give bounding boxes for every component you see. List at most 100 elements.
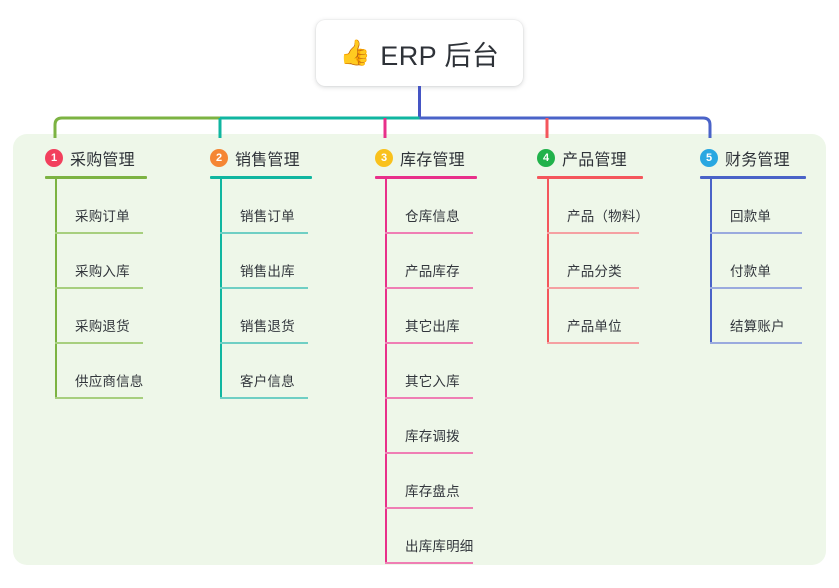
leaf-item-label: 其它入库 <box>405 374 460 389</box>
branch-number-badge: 4 <box>537 149 555 167</box>
leaf-item[interactable]: 产品单位 <box>547 289 643 344</box>
branch-number-badge: 1 <box>45 149 63 167</box>
leaf-item[interactable]: 采购订单 <box>55 179 147 234</box>
thumbs-up-emoji: 👍 <box>339 38 372 67</box>
leaf-item-label: 库存调拨 <box>405 429 460 444</box>
leaf-item-underline <box>55 397 143 399</box>
leaf-item[interactable]: 采购入库 <box>55 234 147 289</box>
root-node-label: 👍 ERP 后台 <box>340 34 499 73</box>
leaf-item[interactable]: 结算账户 <box>710 289 806 344</box>
leaf-item-label: 采购退货 <box>75 319 130 334</box>
leaf-item-underline <box>710 232 802 234</box>
leaf-item-label: 客户信息 <box>240 374 295 389</box>
branch-header-5[interactable]: 5 财务管理 <box>700 146 806 170</box>
leaf-item-label: 仓库信息 <box>405 209 460 224</box>
leaf-item-underline <box>385 342 473 344</box>
leaf-item-label: 采购入库 <box>75 264 130 279</box>
branch-column-2: 2 销售管理销售订单销售出库销售退货客户信息 <box>210 146 312 399</box>
leaf-item-label: 结算账户 <box>730 319 785 334</box>
leaf-item-underline <box>55 232 143 234</box>
branch-title: 库存管理 <box>400 152 465 169</box>
leaf-item[interactable]: 回款单 <box>710 179 806 234</box>
leaf-item-label: 产品库存 <box>405 264 460 279</box>
branch-header-underline <box>210 176 312 179</box>
leaf-item[interactable]: 销售订单 <box>220 179 312 234</box>
branch-title: 采购管理 <box>70 152 135 169</box>
leaf-item-underline <box>220 342 308 344</box>
leaf-item-label: 出库库明细 <box>405 539 474 554</box>
leaf-item-label: 采购订单 <box>75 209 130 224</box>
root-node-text: ERP 后台 <box>380 40 500 71</box>
leaf-item[interactable]: 其它出库 <box>385 289 477 344</box>
leaf-item-label: 回款单 <box>730 209 772 224</box>
branch-spine <box>385 179 387 564</box>
leaf-item[interactable]: 供应商信息 <box>55 344 147 399</box>
branch-title: 销售管理 <box>235 152 300 169</box>
leaf-item-underline <box>55 287 143 289</box>
leaf-item[interactable]: 其它入库 <box>385 344 477 399</box>
leaf-item[interactable]: 销售出库 <box>220 234 312 289</box>
leaf-item-underline <box>385 287 473 289</box>
leaf-item-underline <box>385 397 473 399</box>
branch-header-underline <box>537 176 643 179</box>
leaf-item-underline <box>710 342 802 344</box>
leaf-item-underline <box>385 452 473 454</box>
branch-header-4[interactable]: 4 产品管理 <box>537 146 643 170</box>
branch-spine <box>55 179 57 399</box>
leaf-item-underline <box>55 342 143 344</box>
leaf-item-label: 库存盘点 <box>405 484 460 499</box>
leaf-item[interactable]: 客户信息 <box>220 344 312 399</box>
leaf-item[interactable]: 仓库信息 <box>385 179 477 234</box>
leaf-item-underline <box>547 342 639 344</box>
leaf-item-underline <box>385 232 473 234</box>
branch-header-3[interactable]: 3 库存管理 <box>375 146 477 170</box>
branch-column-4: 4 产品管理产品（物料） 产品分类产品单位 <box>537 146 649 344</box>
leaf-item[interactable]: 产品库存 <box>385 234 477 289</box>
leaf-item-underline <box>547 287 639 289</box>
branch-number-badge: 5 <box>700 149 718 167</box>
branch-header-2[interactable]: 2 销售管理 <box>210 146 312 170</box>
leaf-item-label: 产品（物料） <box>567 209 650 224</box>
leaf-item-underline <box>710 287 802 289</box>
branch-number-badge: 2 <box>210 149 228 167</box>
leaf-item[interactable]: 销售退货 <box>220 289 312 344</box>
branch-column-3: 3 库存管理仓库信息产品库存其它出库其它入库库存调拨库存盘点出库库明细 <box>375 146 477 564</box>
leaf-item[interactable]: 付款单 <box>710 234 806 289</box>
leaf-item[interactable]: 产品分类 <box>547 234 643 289</box>
leaf-item-underline <box>385 562 473 564</box>
leaf-item[interactable]: 产品（物料） <box>547 179 649 234</box>
leaf-item-label: 供应商信息 <box>75 374 144 389</box>
branch-header-1[interactable]: 1 采购管理 <box>45 146 147 170</box>
branch-header-underline <box>45 176 147 179</box>
leaf-item-label: 销售订单 <box>240 209 295 224</box>
branches-panel <box>13 134 826 565</box>
leaf-item-underline <box>385 507 473 509</box>
branch-leaf-list: 采购订单采购入库采购退货供应商信息 <box>55 179 147 399</box>
branch-header-underline <box>375 176 477 179</box>
leaf-item-label: 销售出库 <box>240 264 295 279</box>
leaf-item[interactable]: 库存盘点 <box>385 454 477 509</box>
leaf-item-label: 付款单 <box>730 264 772 279</box>
leaf-item-underline <box>220 232 308 234</box>
branch-leaf-list: 销售订单销售出库销售退货客户信息 <box>220 179 312 399</box>
branch-spine <box>220 179 222 399</box>
leaf-item-underline <box>547 232 639 234</box>
branch-title: 财务管理 <box>725 152 790 169</box>
leaf-item-underline <box>220 287 308 289</box>
leaf-item[interactable]: 出库库明细 <box>385 509 477 564</box>
branch-title: 产品管理 <box>562 152 627 169</box>
branch-number-badge: 3 <box>375 149 393 167</box>
leaf-item-label: 销售退货 <box>240 319 295 334</box>
branch-column-1: 1 采购管理采购订单采购入库采购退货供应商信息 <box>45 146 147 399</box>
leaf-item-label: 其它出库 <box>405 319 460 334</box>
leaf-item[interactable]: 采购退货 <box>55 289 147 344</box>
branch-leaf-list: 回款单付款单结算账户 <box>710 179 806 344</box>
root-node[interactable]: 👍 ERP 后台 <box>316 20 523 86</box>
branch-leaf-list: 仓库信息产品库存其它出库其它入库库存调拨库存盘点出库库明细 <box>385 179 477 564</box>
branch-spine <box>710 179 712 344</box>
leaf-item[interactable]: 库存调拨 <box>385 399 477 454</box>
leaf-item-label: 产品分类 <box>567 264 622 279</box>
branch-spine <box>547 179 549 344</box>
leaf-item-underline <box>220 397 308 399</box>
